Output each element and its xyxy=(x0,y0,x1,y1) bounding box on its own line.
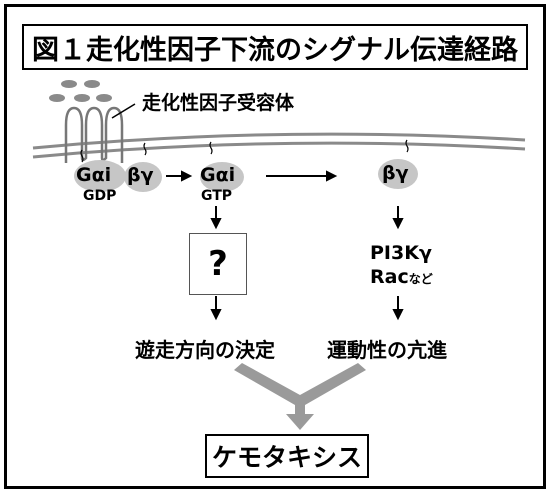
beta-gamma-label: βγ xyxy=(127,164,154,186)
ligand-dot xyxy=(74,94,90,102)
receptor-label: 走化性因子受容体 xyxy=(142,92,295,114)
convergence-arrow xyxy=(234,363,366,430)
chemotaxis-box: ケモタキシス xyxy=(205,434,369,478)
ligand-dot xyxy=(49,94,65,102)
unknown-effector-label: ? xyxy=(208,244,228,284)
chemoattractant-ligands xyxy=(49,80,112,102)
receptor-icon xyxy=(64,106,124,163)
chemotaxis-label: ケモタキシス xyxy=(211,443,362,472)
rac-label: Racなど xyxy=(370,266,433,288)
ligand-dot xyxy=(96,94,112,102)
activation-arrows xyxy=(166,170,404,321)
ligand-dot xyxy=(84,80,100,88)
receptor-leader-line xyxy=(111,103,136,119)
outcome-direction: 遊走方向の決定 xyxy=(135,338,275,362)
lipid-anchors xyxy=(80,139,409,163)
outcome-motility: 運動性の亢進 xyxy=(327,338,447,362)
pi3k-label: PI3Kγ xyxy=(370,242,432,264)
galpha-i-complex-icon xyxy=(74,160,162,192)
free-beta-gamma-label: βγ xyxy=(382,162,409,184)
ligand-dot xyxy=(61,80,77,88)
rac-suffix: など xyxy=(408,272,433,286)
rac-name: Rac xyxy=(370,266,409,288)
title-box: 図１走化性因子下流のシグナル伝達経路 xyxy=(22,24,528,70)
beta-gamma-icon xyxy=(378,159,418,189)
gdp-label: GDP xyxy=(83,188,117,204)
galpha-i-label: Gαi xyxy=(76,164,112,186)
galpha-i-gtp-label: Gαi xyxy=(200,164,236,186)
figure-title: 図１走化性因子下流のシグナル伝達経路 xyxy=(32,34,518,66)
gtp-label: GTP xyxy=(201,188,233,204)
galpha-i-gtp-icon xyxy=(200,162,244,192)
unknown-effector-box: ? xyxy=(189,233,247,295)
